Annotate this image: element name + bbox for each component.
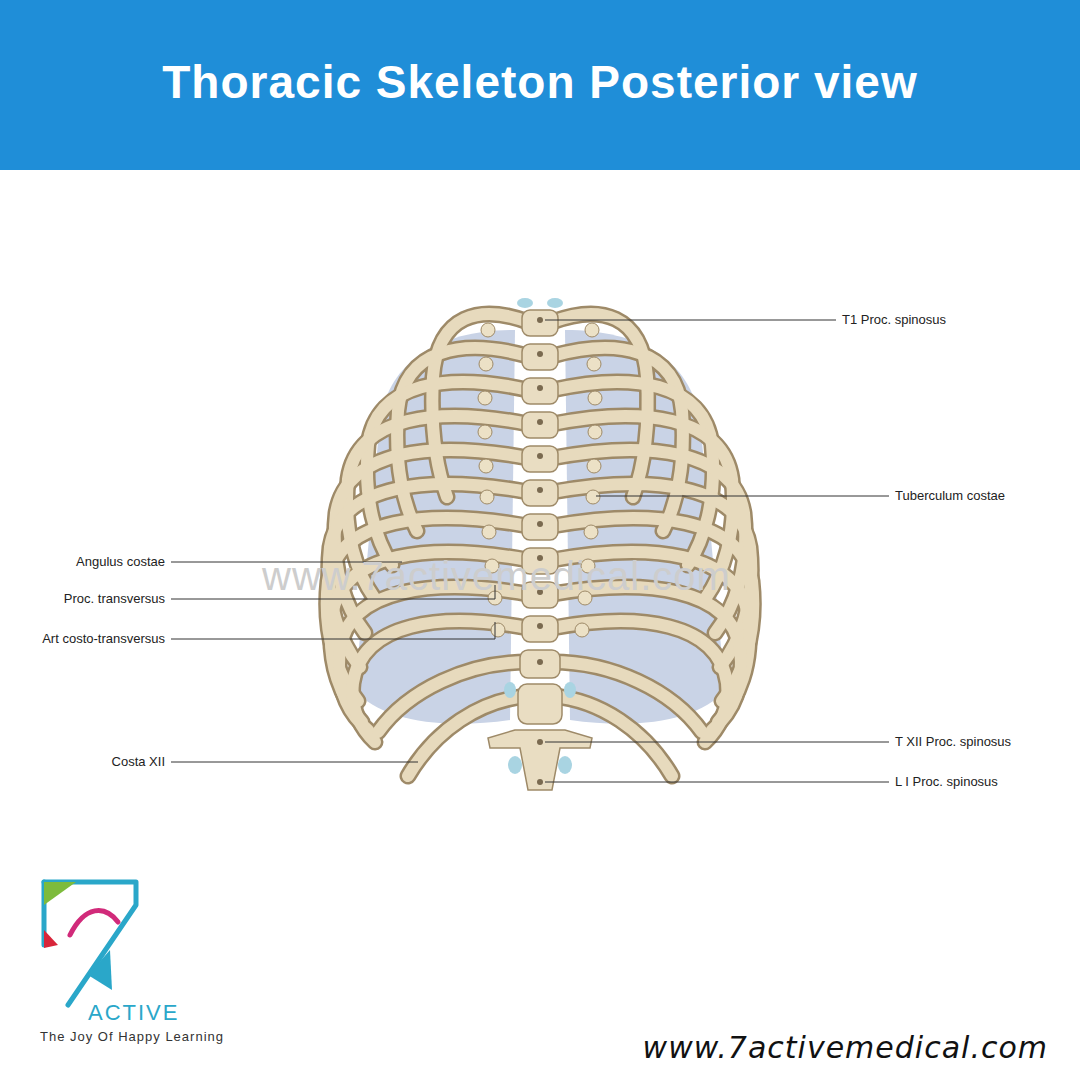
watermark: www.7activemedical.com bbox=[262, 554, 731, 599]
page-title: Thoracic Skeleton Posterior view bbox=[0, 55, 1080, 109]
part-label: Costa XII bbox=[112, 754, 165, 769]
part-label: L I Proc. spinosus bbox=[895, 774, 998, 789]
part-label: Proc. transversus bbox=[64, 591, 165, 606]
logo-word: ACTIVE bbox=[88, 1000, 179, 1026]
part-label: Angulus costae bbox=[76, 554, 165, 569]
part-label: Tuberculum costae bbox=[895, 488, 1005, 503]
logo-tagline: The Joy Of Happy Learning bbox=[40, 1029, 224, 1044]
part-label: T XII Proc. spinosus bbox=[895, 734, 1011, 749]
part-label: T1 Proc. spinosus bbox=[842, 312, 946, 327]
site-url: www.7activemedical.com bbox=[643, 1030, 1048, 1065]
part-label: Art costo-transversus bbox=[42, 631, 165, 646]
